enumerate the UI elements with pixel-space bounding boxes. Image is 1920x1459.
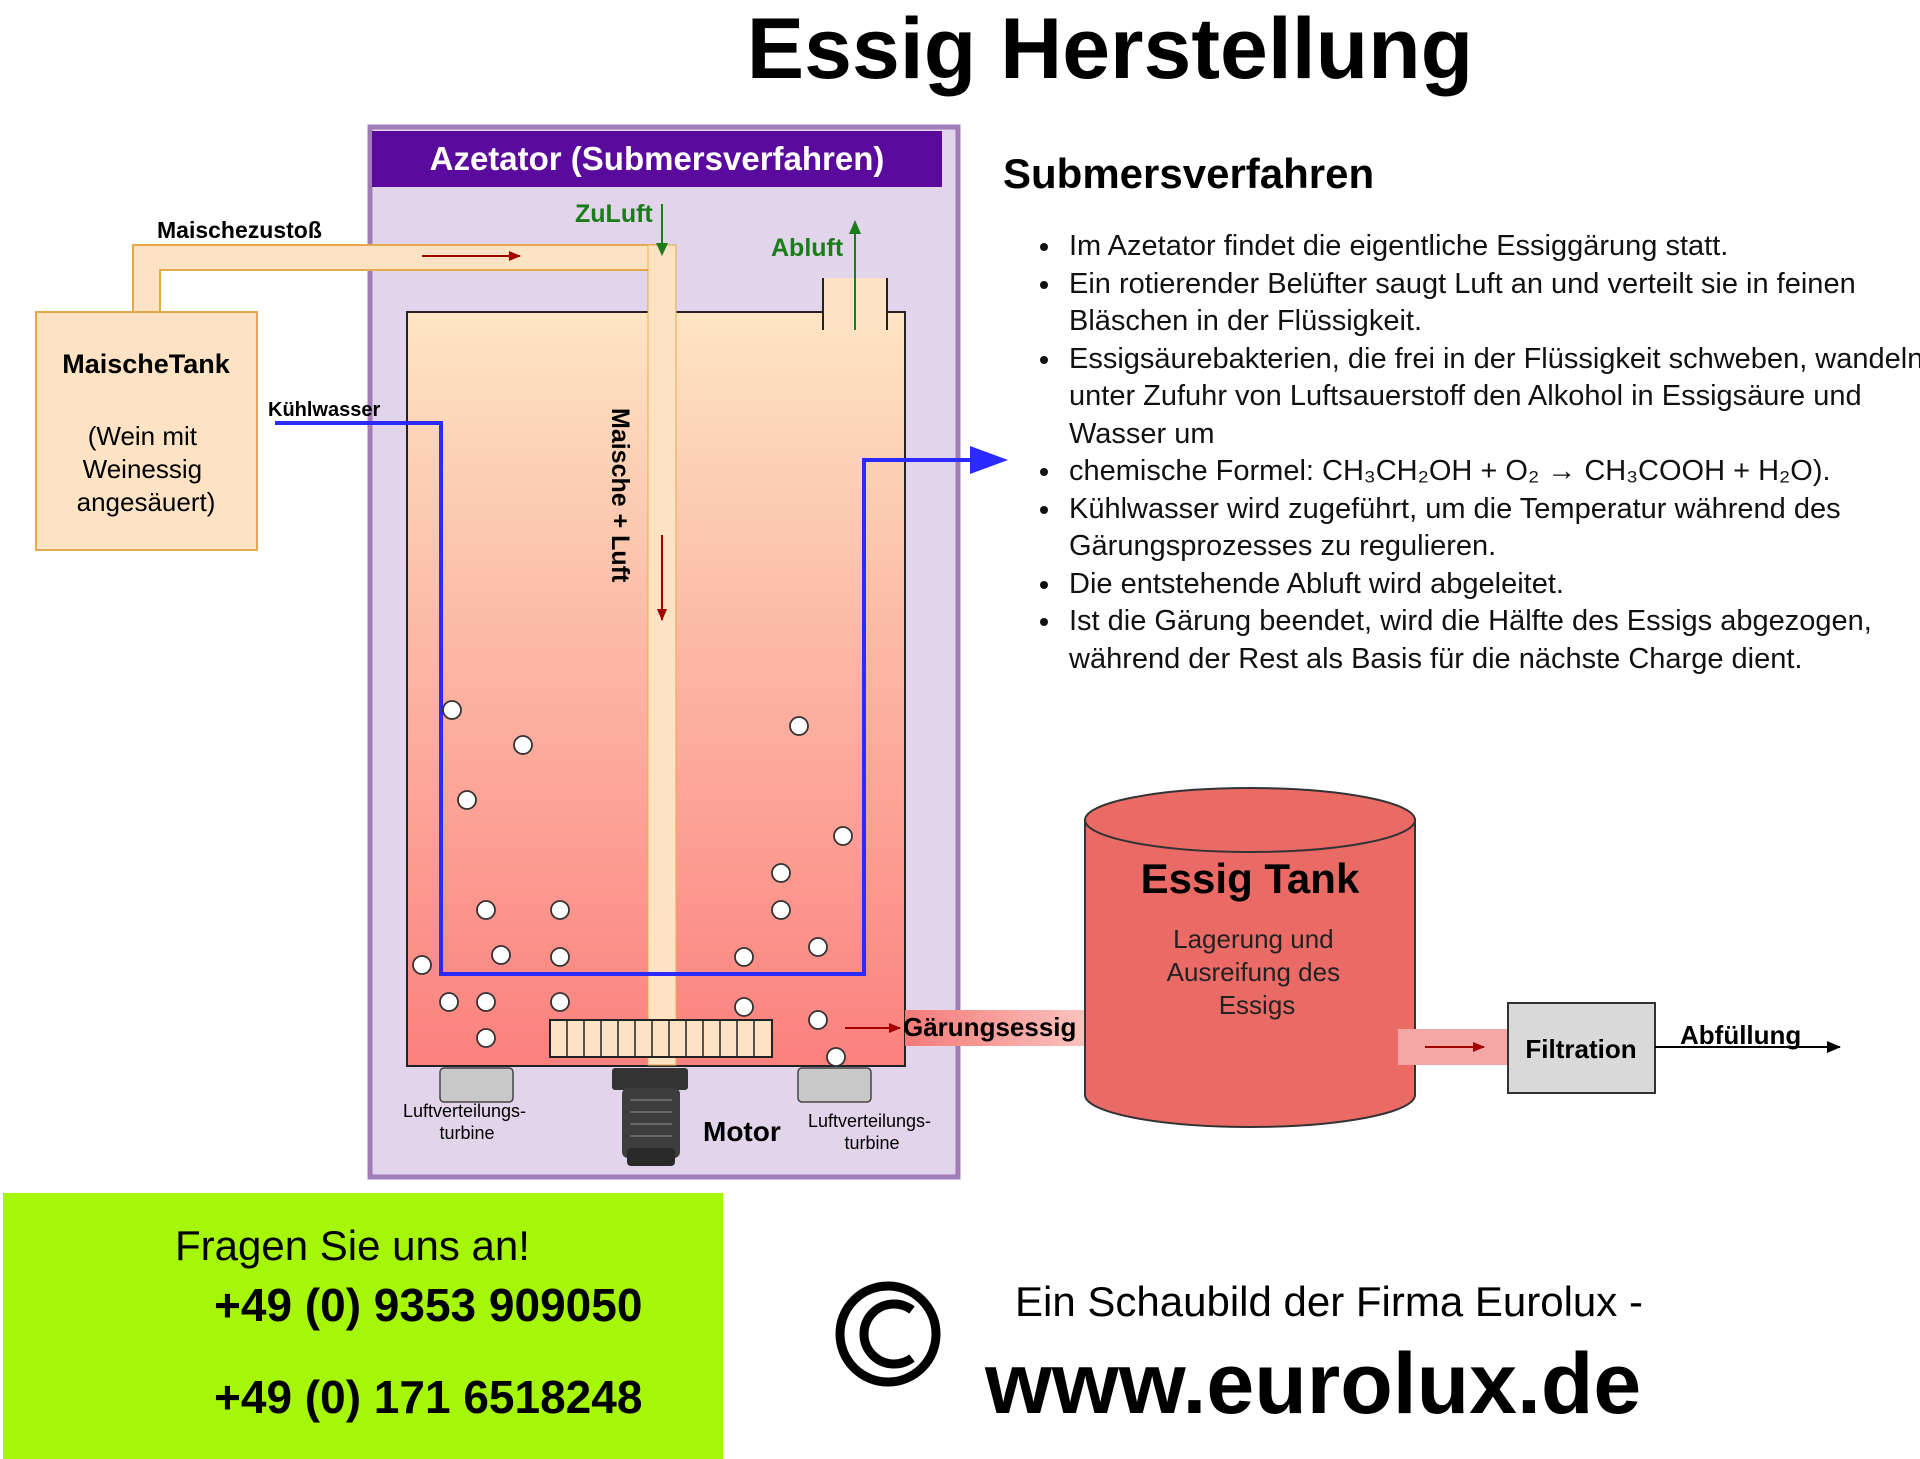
air-bubble-icon bbox=[513, 735, 533, 755]
bullet-item: chemische Formel: CH₃CH₂OH + O₂ → CH₃COO… bbox=[1063, 453, 1920, 491]
turbine-left bbox=[439, 1067, 514, 1103]
air-bubble-icon bbox=[550, 992, 570, 1012]
coolant-line bbox=[275, 421, 975, 976]
air-bubble-icon bbox=[808, 937, 828, 957]
central-pipe bbox=[647, 244, 677, 1066]
bullet-item: Essigsäurebakterien, die frei in der Flü… bbox=[1063, 341, 1920, 454]
zuluft-label: ZuLuft bbox=[575, 200, 653, 228]
contact-box bbox=[3, 1193, 723, 1459]
air-bubble-icon bbox=[457, 790, 477, 810]
motor-icon bbox=[612, 1068, 688, 1166]
air-bubble-icon bbox=[412, 955, 432, 975]
phone-number-1[interactable]: +49 (0) 9353 909050 bbox=[214, 1279, 643, 1331]
air-bubble-icon bbox=[734, 947, 754, 967]
air-bubble-icon bbox=[476, 992, 496, 1012]
air-bubble-icon bbox=[491, 945, 511, 965]
maische-tank bbox=[35, 311, 258, 551]
kuehlwasser-label: Kühlwasser bbox=[268, 399, 380, 421]
essig-tank bbox=[1084, 787, 1416, 1128]
azetator-header-bar bbox=[372, 131, 942, 187]
filtration-label: Filtration bbox=[1525, 1034, 1636, 1064]
air-bubble-icon bbox=[550, 900, 570, 920]
motor-label: Motor bbox=[703, 1116, 781, 1147]
gaerungsessig-label: Gärungsessig bbox=[903, 1012, 1076, 1042]
turbine-right bbox=[797, 1067, 872, 1103]
essig-tank-title: Essig Tank bbox=[1141, 855, 1360, 902]
filtration-box bbox=[1507, 1002, 1656, 1094]
bullet-item: Im Azetator findet die eigentliche Essig… bbox=[1063, 228, 1920, 266]
bullet-item: Kühlwasser wird zugeführt, um die Temper… bbox=[1063, 491, 1920, 566]
turbine-left-label: Luftverteilungs- turbine bbox=[403, 1101, 531, 1143]
azetator-header: Azetator (Submersverfahren) bbox=[430, 140, 885, 177]
abfuellung-label: Abfüllung bbox=[1680, 1020, 1801, 1050]
maische-tank-subtitle: (Wein mit Weinessig angesäuert) bbox=[77, 421, 216, 517]
credit-line: Ein Schaubild der Firma Eurolux - bbox=[1015, 1278, 1643, 1325]
bullet-list: Im Azetator findet die eigentliche Essig… bbox=[1035, 228, 1920, 678]
air-bubbles bbox=[412, 700, 853, 1067]
gaerungsessig-pipe bbox=[905, 1010, 1100, 1046]
maischezustoss-label: Maischezustoß bbox=[157, 217, 322, 243]
rotor bbox=[549, 1019, 773, 1058]
sidebar-heading: Submersverfahren bbox=[1003, 150, 1375, 197]
air-bubble-icon bbox=[789, 716, 809, 736]
phone-number-2[interactable]: +49 (0) 171 6518248 bbox=[214, 1371, 643, 1423]
air-bubble-icon bbox=[833, 826, 853, 846]
air-bubble-icon bbox=[808, 1010, 828, 1030]
bullet-item: Ein rotierender Belüfter saugt Luft an u… bbox=[1063, 266, 1920, 341]
abluft-label: Abluft bbox=[771, 234, 844, 262]
coolant-outlet-arrow bbox=[970, 446, 1008, 474]
air-bubble-icon bbox=[476, 1028, 496, 1048]
air-bubble-icon bbox=[476, 900, 496, 920]
air-bubble-icon bbox=[734, 997, 754, 1017]
essig-tank-subtitle: Lagerung und Ausreifung des Essigs bbox=[1167, 924, 1348, 1020]
contact-heading: Fragen Sie uns an! bbox=[175, 1222, 530, 1269]
air-bubble-icon bbox=[439, 992, 459, 1012]
maische-luft-label: Maische + Luft bbox=[606, 408, 634, 583]
air-bubble-icon bbox=[442, 700, 462, 720]
air-bubble-icon bbox=[826, 1047, 846, 1067]
air-bubble-icon bbox=[771, 900, 791, 920]
maische-tank-title: MaischeTank bbox=[62, 349, 231, 379]
bullet-item: Die entstehende Abluft wird abgeleitet. bbox=[1063, 566, 1920, 604]
air-bubble-icon bbox=[771, 863, 791, 883]
bullet-item: Ist die Gärung beendet, wird die Hälfte … bbox=[1063, 603, 1920, 678]
copyright-icon bbox=[835, 1281, 941, 1387]
turbine-right-label: Luftverteilungs- turbine bbox=[808, 1111, 936, 1153]
page-title: Essig Herstellung bbox=[746, 1, 1474, 97]
website-link[interactable]: www.eurolux.de bbox=[985, 1336, 1642, 1432]
air-bubble-icon bbox=[550, 947, 570, 967]
